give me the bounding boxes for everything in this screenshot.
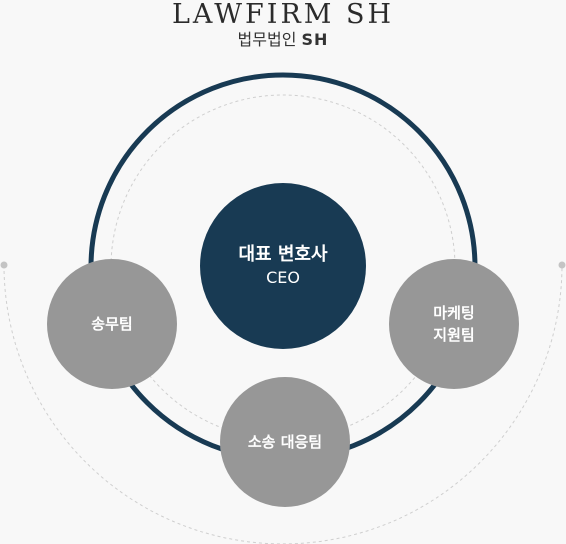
- firm-logo-subtitle: 법무법인 SH: [0, 30, 566, 50]
- lawsuit-response-team-node: 소송 대응팀: [220, 377, 350, 507]
- firm-name-initials: SH: [301, 30, 329, 49]
- lawsuit-response-team-label: 소송 대응팀: [247, 433, 323, 451]
- firm-logo-title: LAWFIRM SH: [171, 0, 395, 30]
- marketing-team-label-line2: 지원팀: [433, 326, 475, 344]
- firm-name-korean: 법무법인: [237, 30, 297, 49]
- litigation-team-node: 송무팀: [47, 259, 177, 389]
- marketing-team-label-line1: 마케팅: [433, 304, 475, 322]
- ceo-label: 대표 변호사: [238, 244, 328, 265]
- marketing-support-team-node: 마케팅 지원팀: [389, 259, 519, 389]
- arc-end-dot-left: [0, 261, 8, 269]
- litigation-team-label: 송무팀: [91, 315, 133, 333]
- ceo-node: 대표 변호사 CEO: [200, 183, 366, 349]
- arc-end-dot-right: [558, 261, 566, 269]
- ceo-sublabel: CEO: [266, 268, 300, 287]
- outer-dashed-arc: [3, 264, 563, 544]
